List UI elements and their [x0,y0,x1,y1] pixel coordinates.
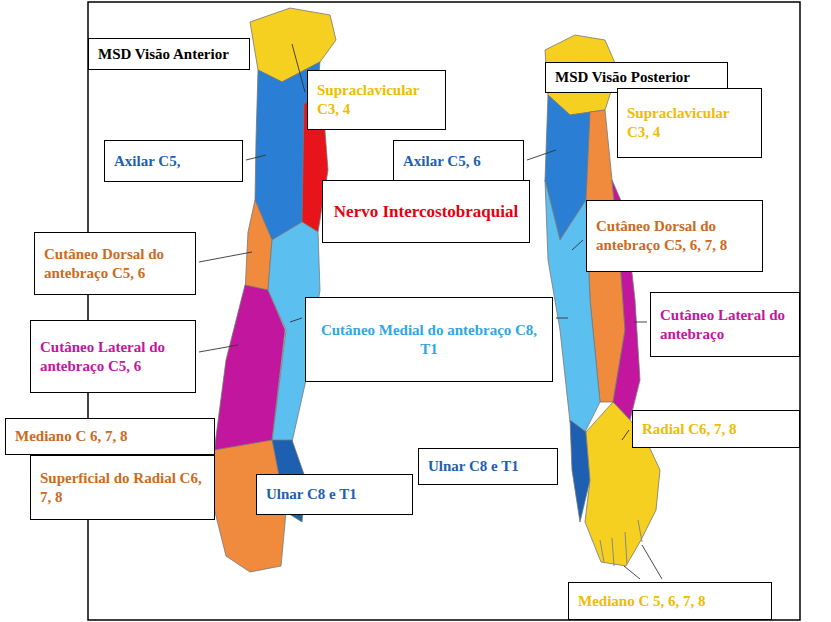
nerve-label: Ulnar C8 e T1 [266,485,403,504]
leader-line [290,318,302,322]
label-box: Radial C6, 7, 8 [632,410,800,448]
nerve-label: Superficial do Radial C6, 7, 8 [40,469,205,507]
nerve-label: Radial C6, 7, 8 [642,420,790,439]
leader-line [292,44,305,92]
leader-line [624,566,640,579]
leader-line [556,318,568,319]
label-box: Mediano C 5, 6, 7, 8 [568,582,772,620]
label-box: Cutâneo Lateral do antebraço [650,292,800,357]
nerve-label: Mediano C 5, 6, 7, 8 [578,592,762,611]
leader-line [199,252,252,262]
nerve-label: Supraclavicular C3, 4 [627,104,752,142]
leader-line [527,150,556,160]
frame [88,2,800,620]
label-box: Cutâneo Medial do antebraço C8, T1 [305,297,553,382]
nerve-label: Nervo Intercostobraquial [332,201,520,222]
nerve-label: Cutâneo Medial do antebraço C8, T1 [315,321,543,359]
nerve-label: Axilar C5, [114,152,233,171]
leader-lines [199,44,662,579]
leader-line [622,430,629,440]
nerve-label: MSD Visão Posterior [555,68,718,87]
label-box: Superficial do Radial C6, 7, 8 [30,455,215,520]
label-box: Supraclavicular C3, 4 [307,70,446,130]
nerve-label: MSD Visão Anterior [98,45,240,64]
label-box: Ulnar C8 e T1 [256,474,413,515]
nerve-label: Mediano C 6, 7, 8 [15,427,205,446]
label-box: Axilar C5, 6 [393,140,524,182]
leader-line [634,322,647,323]
label-box: Ulnar C8 e T1 [418,448,558,485]
label-box: Cutâneo Dorsal do antebraço C5, 6 [34,232,196,295]
leader-line [642,545,662,579]
nerve-label: Supraclavicular C3, 4 [317,81,436,119]
nerve-label: Axilar C5, 6 [403,152,514,171]
label-box: Mediano C 6, 7, 8 [5,418,215,455]
nerve-label: Cutâneo Lateral do antebraço C5, 6 [40,338,186,376]
leader-line [246,155,266,160]
label-box: Nervo Intercostobraquial [322,180,530,243]
label-box: Axilar C5, [104,140,243,182]
nerve-label: Ulnar C8 e T1 [428,457,548,476]
label-box: Supraclavicular C3, 4 [617,88,762,158]
leader-line [199,345,238,352]
leader-line [572,240,583,250]
nerve-label: Cutâneo Dorsal do antebraço C5, 6 [44,245,186,283]
nerve-label: Cutâneo Lateral do antebraço [660,306,790,344]
finger-lines [600,520,642,566]
nerve-label: Cutâneo Dorsal do antebraço C5, 6, 7, 8 [596,217,753,255]
label-box: Cutâneo Lateral do antebraço C5, 6 [30,320,196,393]
dorsal-cutaneous-region [245,200,272,292]
label-box: MSD Visão Anterior [88,38,250,70]
label-box: Cutâneo Dorsal do antebraço C5, 6, 7, 8 [586,200,763,272]
